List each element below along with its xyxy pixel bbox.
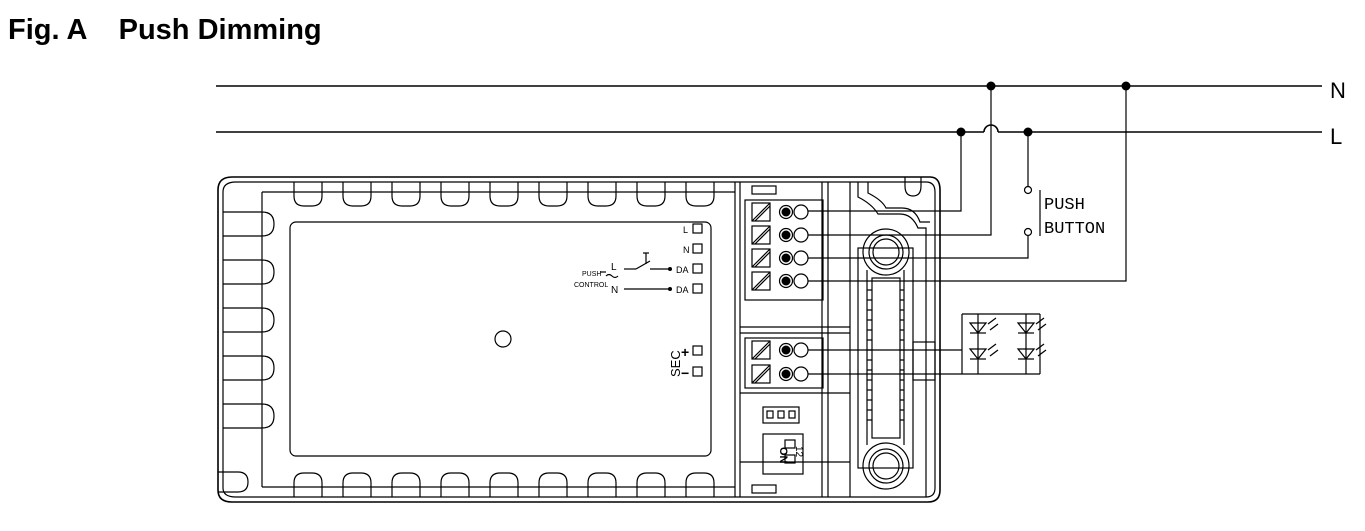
clamp-screw-top [862,228,910,276]
push-control-label-line2: CONTROL [574,282,608,289]
push-control-label-line1: PUSH [582,271,601,278]
dip-switch-on-label: ON [777,447,789,464]
cooling-fins-top [262,182,735,207]
push-button-switch [1023,185,1041,237]
cooling-fins-left [223,192,275,487]
output-terminal-block [744,337,824,389]
neutral-label: N [1330,78,1346,103]
terminal-screw [751,271,809,291]
push-button-label-line1: PUSH [1044,196,1085,215]
input-terminal-block [744,199,824,301]
push-button-label-line2: BUTTON [1044,220,1105,239]
terminal-screw [751,340,809,360]
line-label: L [1330,124,1342,149]
indicator-windows [762,406,800,424]
cooling-fins-bottom [262,472,735,497]
input-wires [808,86,1127,282]
cable-clamp [857,182,936,497]
terminal-screw [751,248,809,268]
label-terminal-da1: DA [676,265,689,275]
led-load [808,313,1047,375]
label-terminal-l: L [683,225,688,235]
mounting-slot [218,471,249,493]
label-terminal-da2: DA [676,285,689,295]
sec-minus: − [681,365,689,381]
sec-label: SEC [668,350,683,377]
driver-housing: L N DA DA L N PUSH CONTROL SEC + − [217,176,941,503]
line-conductor [216,124,1322,133]
push-control-wire-l: L [611,262,617,273]
label-terminal-boxes [692,223,703,377]
terminal-screw [751,202,809,222]
push-control-wire-n: N [611,285,618,296]
label-terminal-n: N [683,245,690,255]
dip-switch [762,433,804,475]
screw-hole [494,330,512,348]
terminal-screw [751,225,809,245]
led-icon [1016,314,1047,374]
terminal-screw [751,364,809,384]
dip-switch-digits: 12 [793,446,804,458]
push-control-symbol [600,252,672,291]
led-icon [968,314,999,374]
label-panel [289,221,712,457]
clamp-screw-bottom [862,442,910,490]
mounting-slot [904,177,922,197]
figure-title: Fig. A Push Dimming [8,14,322,46]
sec-plus: + [681,344,689,360]
